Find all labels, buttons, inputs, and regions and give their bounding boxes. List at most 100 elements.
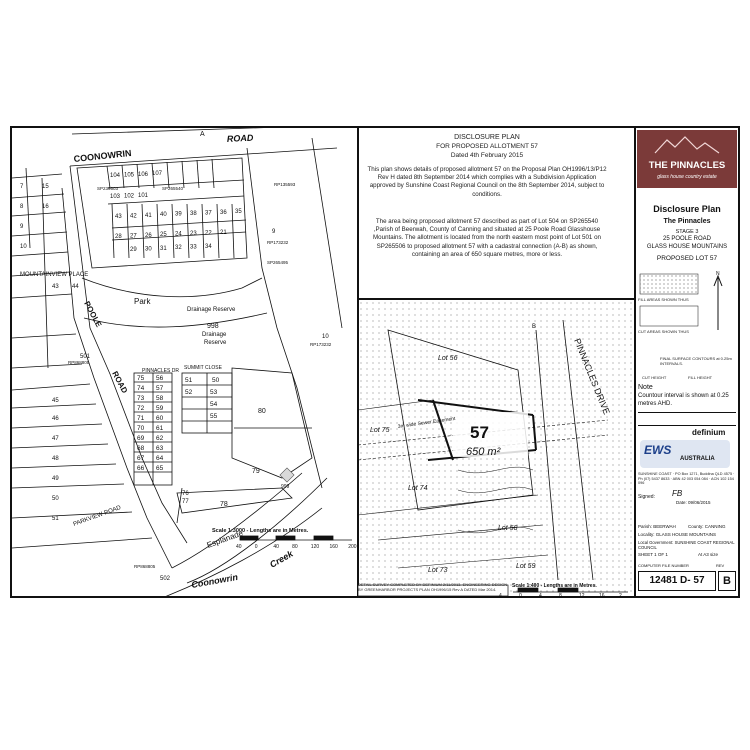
lot-59-label: Lot 59 bbox=[516, 563, 536, 570]
disclosure-statement: DISCLOSURE PLAN FOR PROPOSED ALLOTMENT 5… bbox=[367, 134, 607, 294]
lot-number: 51 bbox=[52, 516, 59, 522]
lot-number: 71 bbox=[137, 415, 145, 422]
lot-number: 52 bbox=[185, 389, 193, 396]
lot-number: 8 bbox=[20, 204, 24, 210]
lot-number: 30 bbox=[145, 246, 152, 252]
coonowrin-road-label: COONOWRIN bbox=[73, 148, 132, 164]
signed-label: Signed: bbox=[638, 494, 655, 500]
lot-998-drainage: Drainage bbox=[202, 332, 227, 338]
lot-number: 53 bbox=[210, 389, 218, 396]
key-plan: COONOWRIN ROAD A POOLE ROAD MOUNTAINVIEW… bbox=[12, 128, 357, 596]
creek-label-2: Creek bbox=[268, 548, 296, 570]
county-label: County: CANNING bbox=[688, 524, 726, 529]
poole-label: POOLE bbox=[82, 300, 103, 330]
lot-number: 103 bbox=[110, 194, 121, 200]
lot-56-label: Lot 56 bbox=[438, 355, 458, 362]
lot-number: 65 bbox=[156, 465, 164, 472]
scale-tick: 40 bbox=[273, 544, 279, 550]
lot-58-label: Lot 58 bbox=[498, 525, 518, 532]
lot-number: 38 bbox=[190, 211, 197, 217]
stage-label: STAGE 3 bbox=[675, 229, 699, 235]
locality-label: GLASS HOUSE MOUNTAINS bbox=[646, 244, 728, 250]
lot-number: 29 bbox=[130, 247, 137, 253]
plan-sp239503: SP239503 bbox=[97, 186, 119, 191]
key-plan-scale-label: Scale 1:3000 - Lengths are in Metres. bbox=[212, 528, 309, 534]
svg-text:N: N bbox=[716, 271, 720, 277]
lot-number: 40 bbox=[160, 212, 167, 218]
note-body: Countour interval is shown at 0.25 metre… bbox=[638, 393, 729, 407]
lot-number: 501 bbox=[80, 354, 91, 360]
plan-rp868805: RP868805 bbox=[68, 360, 90, 365]
scale-tick: 40 bbox=[236, 544, 242, 550]
plan-rp173232: RP173232 bbox=[267, 240, 289, 245]
lot-number: 105 bbox=[124, 172, 135, 178]
disclosure-subheading: FOR PROPOSED ALLOTMENT 57 bbox=[436, 143, 538, 150]
lot-number: 56 bbox=[156, 375, 164, 382]
lot-number: 55 bbox=[210, 413, 218, 420]
lot-number: 69 bbox=[137, 435, 145, 442]
lot-number: 31 bbox=[160, 246, 167, 252]
brand-tagline: glass house country estate bbox=[657, 174, 717, 180]
firm-details: SUNSHINE COAST · PO Box 1271, Buddina QL… bbox=[638, 472, 735, 486]
ews-logo: EWS AUSTRALIA bbox=[640, 440, 730, 468]
lot-number: 39 bbox=[175, 212, 182, 218]
lot-78: 78 bbox=[220, 501, 228, 508]
lot-number: 43 bbox=[52, 284, 59, 290]
lot-number: 24 bbox=[175, 232, 182, 238]
lot-number: 59 bbox=[156, 405, 164, 412]
proposed-lot-label: PROPOSED LOT 57 bbox=[656, 255, 718, 262]
plan-rp173232-b: RP173232 bbox=[310, 342, 332, 347]
plan-sp265495: SP265495 bbox=[267, 260, 289, 265]
lot-number: 28 bbox=[115, 234, 122, 240]
brand-name: THE PINNACLES bbox=[648, 160, 726, 171]
lot-73-label: Lot 73 bbox=[428, 567, 448, 574]
park-label: Park bbox=[134, 297, 151, 306]
lot-number: 75 bbox=[137, 375, 145, 382]
lot-number: 34 bbox=[205, 244, 212, 250]
legend-fill: FILL AREAS SHOWN THUS bbox=[638, 297, 689, 302]
contour-legend: FINAL SURFACE CONTOURS at 0.25m INTERVAL… bbox=[660, 356, 732, 366]
size-label: At A3 size bbox=[698, 552, 719, 557]
scale-tick: 16 bbox=[599, 593, 605, 599]
lot-number: 61 bbox=[156, 425, 164, 432]
scale-tick: 8 bbox=[559, 593, 562, 599]
lot-number: 16 bbox=[42, 204, 49, 210]
lot-number: 26 bbox=[145, 233, 152, 239]
title-block: THE PINNACLES glass house country estate… bbox=[636, 128, 738, 596]
australia-text: AUSTRALIA bbox=[680, 456, 715, 462]
mountainview-label: MOUNTAINVIEW PLACE bbox=[20, 272, 88, 278]
rev-label: REV bbox=[716, 563, 725, 568]
lot-998-reserve: Reserve bbox=[204, 340, 227, 346]
scale-tick: 160 bbox=[330, 544, 339, 550]
lot-number: 70 bbox=[137, 425, 145, 432]
lot-number: 44 bbox=[72, 284, 79, 290]
road-word-label: ROAD bbox=[227, 133, 254, 144]
signature: FB bbox=[672, 489, 683, 498]
drainage-reserve-label: Drainage Reserve bbox=[187, 307, 236, 313]
disclosure-date: Dated 4th February 2015 bbox=[450, 152, 524, 159]
scale-tick: 200 bbox=[348, 544, 357, 550]
lot-number: 50 bbox=[212, 377, 220, 384]
mountains-icon bbox=[654, 136, 720, 154]
lot-number: 7 bbox=[20, 184, 24, 190]
plan-title: Disclosure Plan bbox=[653, 204, 721, 214]
scale-tick: 4 bbox=[499, 593, 502, 599]
definium-logo: definium bbox=[692, 428, 726, 437]
lot-76: 76 bbox=[182, 491, 189, 497]
detail-scale-label: Scale 1:400 - Lengths are in Metres. bbox=[512, 583, 597, 589]
brand-logo: THE PINNACLES glass house country estate bbox=[637, 130, 737, 188]
lot-number: 63 bbox=[156, 445, 164, 452]
fill-height-legend: FILL HEIGHT bbox=[688, 375, 713, 380]
address-label: 25 POOLE ROAD bbox=[662, 236, 712, 242]
lot-number: 50 bbox=[52, 496, 59, 502]
lot-number: 58 bbox=[156, 395, 164, 402]
lot-number: 101 bbox=[138, 193, 149, 199]
lot-number: 22 bbox=[205, 230, 212, 236]
lot-75-label: Lot 75 bbox=[370, 427, 390, 434]
plan-sheet: COONOWRIN ROAD A POOLE ROAD MOUNTAINVIEW… bbox=[10, 126, 740, 598]
cut-height-legend: CUT HEIGHT bbox=[642, 375, 667, 380]
